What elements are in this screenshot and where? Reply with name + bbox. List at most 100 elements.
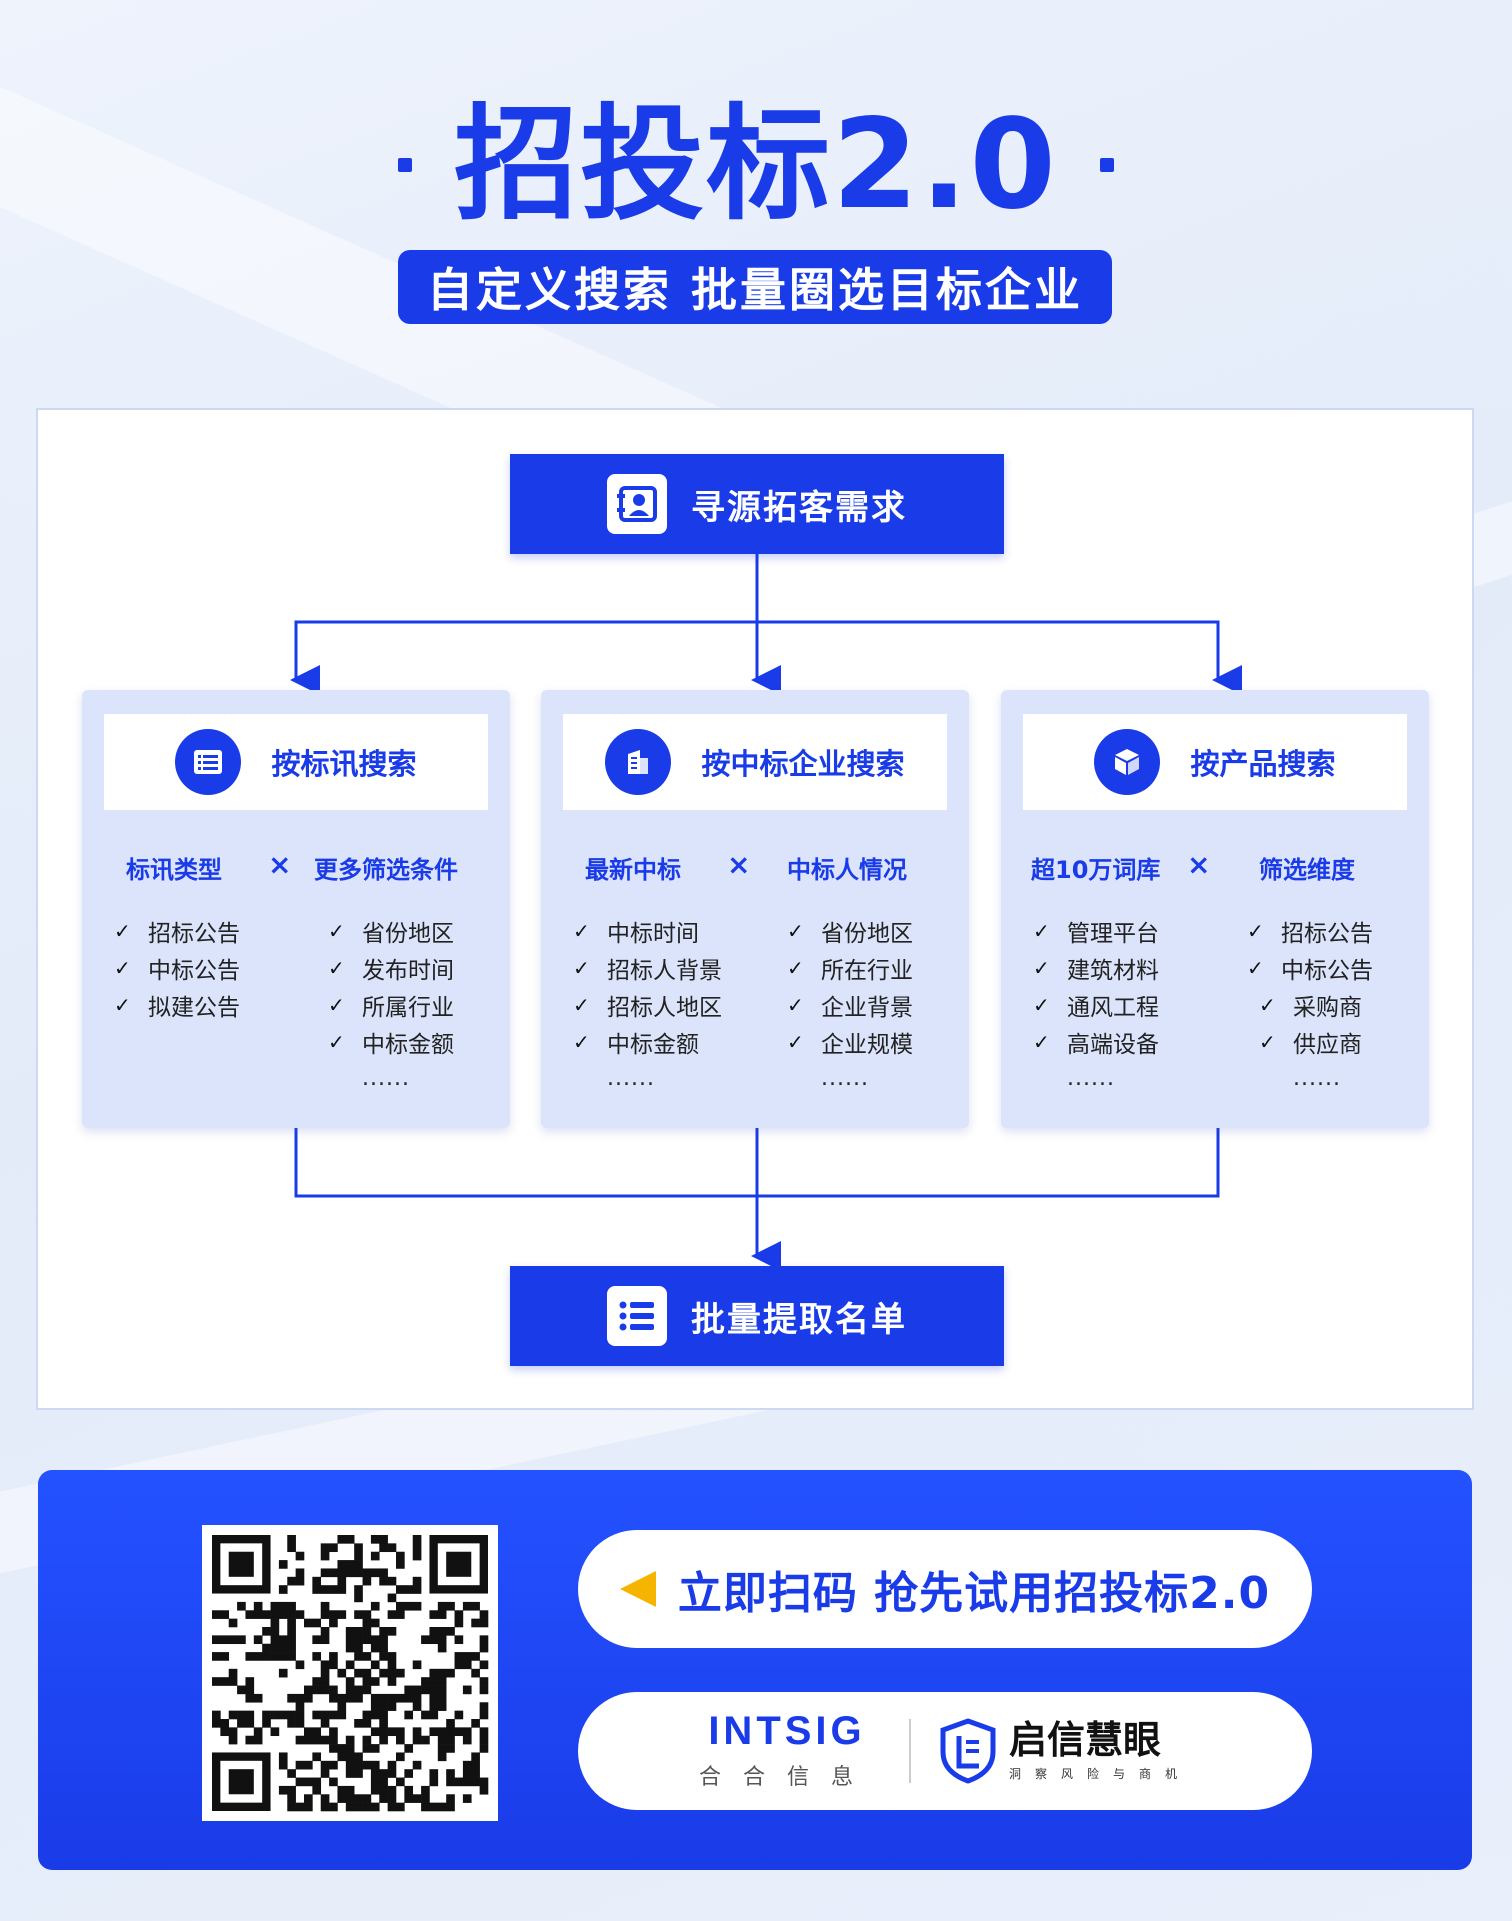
- cta-banner: 立即扫码 抢先试用招投标2.0 INTSIG 合合信息 启信慧眼 洞察风险与商机: [38, 1470, 1472, 1870]
- right-heading: 更多筛选条件: [314, 856, 458, 884]
- check-icon: ✓: [114, 955, 131, 980]
- list-item: ✓所在行业: [787, 955, 913, 984]
- check-icon: ✓: [114, 992, 131, 1017]
- list-item: ✓采购商: [1259, 992, 1362, 1021]
- page-title-row: 招投标2.0: [0, 95, 1512, 235]
- search-by-winner-card: 按中标企业搜索 最新中标 × 中标人情况 ✓中标时间 ✓招标人背景 ✓招标人地区…: [541, 690, 969, 1128]
- list-item: ✓中标金额: [328, 1029, 454, 1058]
- left-list: ✓招标公告 ✓中标公告 ✓拟建公告: [114, 912, 240, 1023]
- more-ellipsis: ......: [1293, 1066, 1341, 1091]
- search-by-product-card: 按产品搜索 超10万词库 × 筛选维度 ✓管理平台 ✓建筑材料 ✓通风工程 ✓高…: [1001, 690, 1429, 1128]
- list-item: ✓企业规模: [787, 1029, 913, 1058]
- check-icon: ✓: [1259, 992, 1276, 1017]
- check-icon: ✓: [1259, 1029, 1276, 1054]
- qixin-logo: 启信慧眼 洞察风险与商机: [939, 1718, 1191, 1784]
- check-icon: ✓: [328, 992, 345, 1017]
- list-item: ✓中标公告: [114, 955, 240, 984]
- list-item: ✓招标人背景: [573, 955, 722, 984]
- check-icon: ✓: [1247, 955, 1264, 980]
- right-list: ✓省份地区 ✓发布时间 ✓所属行业 ✓中标金额 ......: [328, 912, 454, 1097]
- more-ellipsis: ......: [1067, 1066, 1115, 1091]
- check-icon: ✓: [573, 955, 590, 980]
- qixin-logo-cn: 启信慧眼: [1009, 1717, 1162, 1762]
- sourcing-need-node: 寻源拓客需求: [510, 454, 1004, 554]
- list-item: ✓中标时间: [573, 918, 699, 947]
- card-header: 按标讯搜索: [104, 714, 488, 810]
- check-icon: ✓: [114, 918, 131, 943]
- list-item: ✓拟建公告: [114, 992, 240, 1021]
- list-icon: [607, 1286, 667, 1346]
- more-ellipsis: ......: [821, 1066, 869, 1091]
- check-icon: ✓: [1033, 918, 1050, 943]
- qr-finder-pattern: [228, 1551, 254, 1577]
- list-item: ✓招标公告: [1247, 918, 1373, 947]
- check-icon: ✓: [787, 992, 804, 1017]
- page-subtitle: 自定义搜索 批量圈选目标企业: [398, 250, 1112, 324]
- check-icon: ✓: [787, 1029, 804, 1054]
- list-item: ✓中标公告: [1247, 955, 1373, 984]
- page-title: 招投标2.0: [454, 93, 1058, 237]
- check-icon: ✓: [573, 992, 590, 1017]
- card-title: 按产品搜索: [1190, 747, 1336, 781]
- shield-icon: [940, 1718, 996, 1784]
- title-dot-left: [398, 158, 413, 172]
- list-item: ✓中标金额: [573, 1029, 699, 1058]
- brand-logos: INTSIG 合合信息 启信慧眼 洞察风险与商机: [578, 1692, 1312, 1810]
- list-item: ✓通风工程: [1033, 992, 1159, 1021]
- right-heading: 中标人情况: [787, 856, 907, 884]
- intsig-logo: INTSIG 合合信息: [699, 1711, 875, 1791]
- list-item: ✓建筑材料: [1033, 955, 1159, 984]
- left-list: ✓中标时间 ✓招标人背景 ✓招标人地区 ✓中标金额 ......: [573, 912, 722, 1097]
- cube-icon: [1094, 729, 1161, 795]
- intsig-logo-en: INTSIG: [708, 1709, 866, 1753]
- check-icon: ✓: [1033, 955, 1050, 980]
- check-icon: ✓: [1033, 1029, 1050, 1054]
- check-icon: ✓: [1033, 992, 1050, 1017]
- left-heading: 超10万词库: [1031, 856, 1161, 884]
- check-icon: ✓: [787, 955, 804, 980]
- flow-panel: 寻源拓客需求 按标讯搜索 标讯类型 × 更多筛选条件 ✓招标公告 ✓中标公告 ✓…: [36, 408, 1474, 1410]
- cross-icon: ×: [268, 848, 292, 881]
- check-icon: ✓: [328, 918, 345, 943]
- building-icon: [605, 729, 672, 795]
- title-dot-right: [1099, 158, 1114, 172]
- search-by-bid-card: 按标讯搜索 标讯类型 × 更多筛选条件 ✓招标公告 ✓中标公告 ✓拟建公告 ✓省…: [82, 690, 510, 1128]
- card-header: 按中标企业搜索: [563, 714, 947, 810]
- batch-extract-node: 批量提取名单: [510, 1266, 1004, 1366]
- check-icon: ✓: [573, 918, 590, 943]
- left-heading: 最新中标: [585, 856, 681, 884]
- node-label: 批量提取名单: [691, 1299, 907, 1340]
- intsig-logo-cn: 合合信息: [698, 1765, 875, 1790]
- list-item: ✓省份地区: [787, 918, 913, 947]
- list-item: ✓高端设备: [1033, 1029, 1159, 1058]
- list-item: ✓招标人地区: [573, 992, 722, 1021]
- right-heading: 筛选维度: [1259, 856, 1355, 884]
- arrow-left-icon: [619, 1571, 656, 1607]
- more-ellipsis: ......: [362, 1066, 410, 1091]
- right-list: ✓招标公告 ✓中标公告 ✓采购商 ✓供应商 ......: [1247, 912, 1373, 1097]
- check-icon: ✓: [328, 955, 345, 980]
- list-item: ✓发布时间: [328, 955, 454, 984]
- left-list: ✓管理平台 ✓建筑材料 ✓通风工程 ✓高端设备 ......: [1033, 912, 1159, 1097]
- left-heading: 标讯类型: [126, 856, 222, 884]
- list-item: ✓所属行业: [328, 992, 454, 1021]
- scan-trial-label: 立即扫码 抢先试用招投标2.0: [677, 1568, 1271, 1619]
- qr-code[interactable]: [202, 1525, 498, 1821]
- card-title: 按中标企业搜索: [701, 747, 905, 781]
- check-icon: ✓: [787, 918, 804, 943]
- more-ellipsis: ......: [607, 1066, 655, 1091]
- check-icon: ✓: [573, 1029, 590, 1054]
- list-item: ✓管理平台: [1033, 918, 1159, 947]
- qr-finder-pattern: [228, 1769, 254, 1795]
- qixin-logo-tagline: 洞察风险与商机: [1009, 1766, 1192, 1781]
- scan-trial-button[interactable]: 立即扫码 抢先试用招投标2.0: [578, 1530, 1312, 1648]
- check-icon: ✓: [1247, 918, 1264, 943]
- right-list: ✓省份地区 ✓所在行业 ✓企业背景 ✓企业规模 ......: [787, 912, 913, 1097]
- card-header: 按产品搜索: [1023, 714, 1407, 810]
- cross-icon: ×: [1187, 848, 1211, 881]
- node-label: 寻源拓客需求: [691, 487, 907, 528]
- list-item: ✓企业背景: [787, 992, 913, 1021]
- qr-code-image: [212, 1535, 489, 1812]
- list-icon: [175, 729, 242, 795]
- check-icon: ✓: [328, 1029, 345, 1054]
